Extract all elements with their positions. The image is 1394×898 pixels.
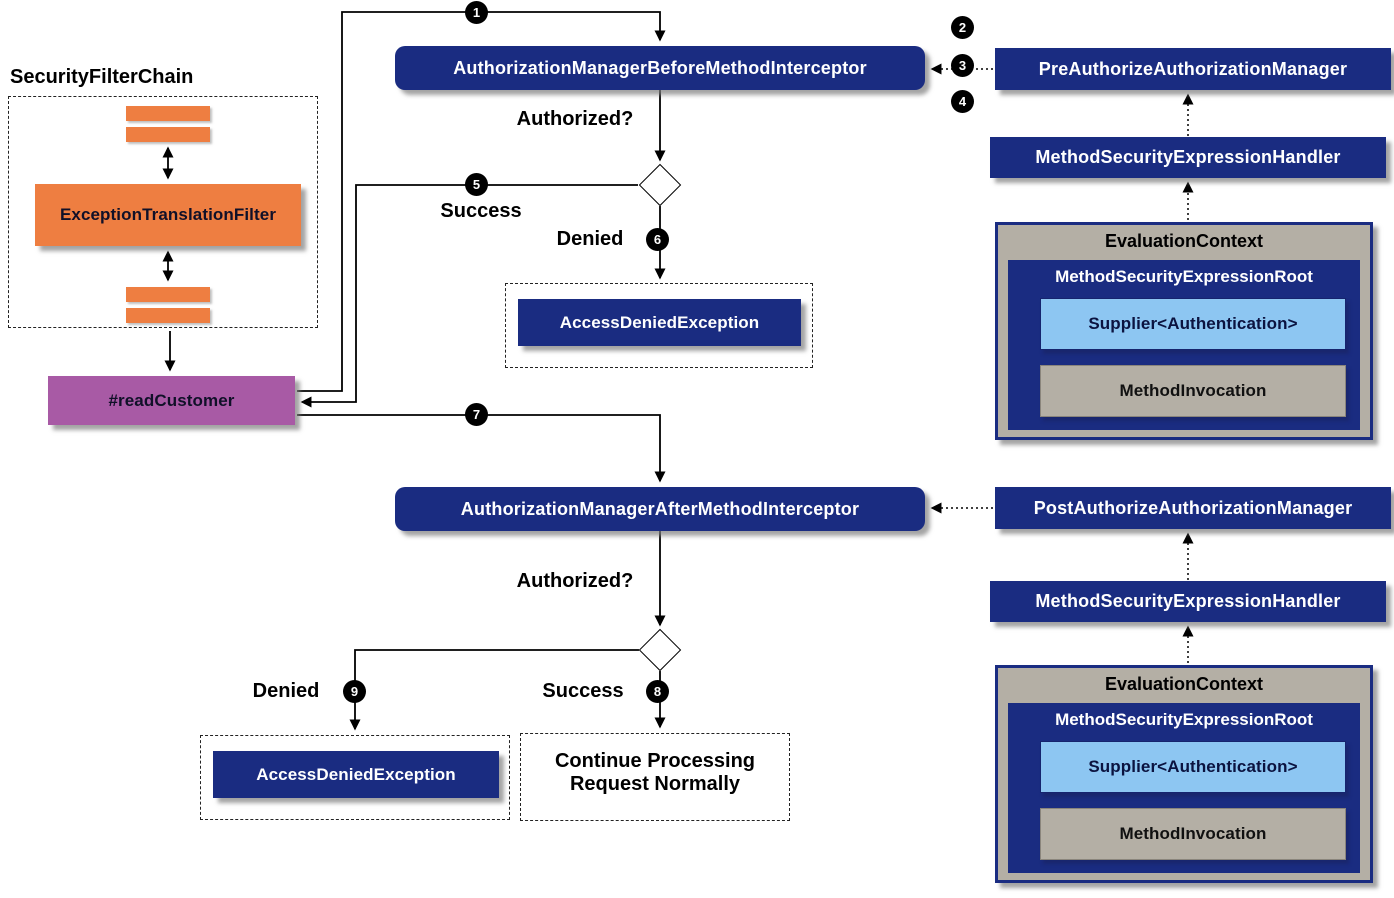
filter-bar (126, 127, 210, 142)
supplier-authentication-label-post: Supplier<Authentication> (1088, 757, 1298, 776)
method-invocation-box-post: MethodInvocation (1040, 808, 1346, 860)
expression-handler-label-pre: MethodSecurityExpressionHandler (1035, 147, 1341, 167)
access-denied-exception-box-before: AccessDeniedException (518, 299, 801, 346)
expression-root-box-pre: MethodSecurityExpressionRoot Supplier<Au… (1008, 260, 1360, 430)
step-badge-9: 9 (343, 680, 366, 703)
exception-translation-filter-label: ExceptionTranslationFilter (59, 205, 277, 224)
step-badge-4: 4 (951, 90, 974, 113)
step-badge-1: 1 (465, 1, 488, 24)
expression-handler-label-post: MethodSecurityExpressionHandler (1035, 591, 1341, 611)
expression-root-box-post: MethodSecurityExpressionRoot Supplier<Au… (1008, 703, 1360, 873)
denied-label-after: Denied (252, 680, 320, 702)
method-invocation-label-pre: MethodInvocation (1119, 381, 1267, 400)
access-denied-exception-label-before: AccessDeniedException (559, 312, 760, 332)
step-badge-8: 8 (646, 680, 669, 703)
denied-label-before: Denied (556, 228, 624, 250)
continue-processing-line2: Request Normally (569, 773, 741, 795)
method-invocation-box-pre: MethodInvocation (1040, 365, 1346, 417)
security-filter-chain-title: SecurityFilterChain (10, 66, 194, 88)
filter-bar (126, 287, 210, 302)
pre-authorize-manager-label: PreAuthorizeAuthorizationManager (1038, 58, 1348, 79)
read-customer-label: #readCustomer (108, 390, 235, 410)
method-invocation-label-post: MethodInvocation (1119, 824, 1267, 843)
access-denied-exception-box-after: AccessDeniedException (213, 751, 499, 798)
evaluation-context-title-pre: EvaluationContext (1104, 231, 1264, 251)
access-denied-exception-wrap-before: AccessDeniedException (505, 283, 813, 368)
step-badge-7: 7 (465, 403, 488, 426)
access-denied-exception-label-after: AccessDeniedException (256, 764, 456, 784)
exception-translation-filter-box: ExceptionTranslationFilter (35, 184, 301, 246)
expression-handler-box-pre: MethodSecurityExpressionHandler (990, 137, 1386, 178)
expression-root-title-post: MethodSecurityExpressionRoot (1055, 710, 1313, 729)
supplier-authentication-label-pre: Supplier<Authentication> (1088, 314, 1298, 333)
step-badge-2: 2 (951, 16, 974, 39)
continue-processing-line1: Continue Processing (554, 750, 756, 772)
evaluation-context-title-post: EvaluationContext (1104, 674, 1264, 694)
after-interceptor-box: AuthorizationManagerAfterMethodIntercept… (395, 487, 925, 531)
before-interceptor-label: AuthorizationManagerBeforeMethodIntercep… (453, 57, 867, 78)
evaluation-context-panel-post: EvaluationContext MethodSecurityExpressi… (995, 665, 1373, 883)
step-badge-3: 3 (951, 54, 974, 77)
post-authorize-manager-box: PostAuthorizeAuthorizationManager (995, 487, 1391, 529)
pre-authorize-manager-box: PreAuthorizeAuthorizationManager (995, 48, 1391, 90)
after-interceptor-label: AuthorizationManagerAfterMethodIntercept… (460, 498, 860, 519)
access-denied-exception-wrap-after: AccessDeniedException (200, 735, 510, 820)
filter-bar (126, 308, 210, 323)
supplier-authentication-box-post: Supplier<Authentication> (1040, 741, 1346, 793)
security-filter-chain-panel (8, 96, 318, 328)
step-badge-6: 6 (646, 228, 669, 251)
supplier-authentication-box-pre: Supplier<Authentication> (1040, 298, 1346, 350)
expression-handler-box-post: MethodSecurityExpressionHandler (990, 581, 1386, 622)
step-badge-5: 5 (465, 173, 488, 196)
evaluation-context-panel-pre: EvaluationContext MethodSecurityExpressi… (995, 222, 1373, 440)
authorized-question-label-after: Authorized? (516, 570, 634, 592)
read-customer-box: #readCustomer (48, 376, 295, 425)
post-authorize-manager-label: PostAuthorizeAuthorizationManager (1033, 497, 1353, 518)
expression-root-title-pre: MethodSecurityExpressionRoot (1055, 267, 1313, 286)
success-label-after: Success (542, 680, 624, 702)
continue-processing-box: Continue Processing Request Normally (520, 733, 790, 821)
before-interceptor-box: AuthorizationManagerBeforeMethodIntercep… (395, 46, 925, 90)
filter-bar (126, 106, 210, 121)
success-label-before: Success (440, 200, 522, 222)
authorized-question-label: Authorized? (516, 108, 634, 130)
